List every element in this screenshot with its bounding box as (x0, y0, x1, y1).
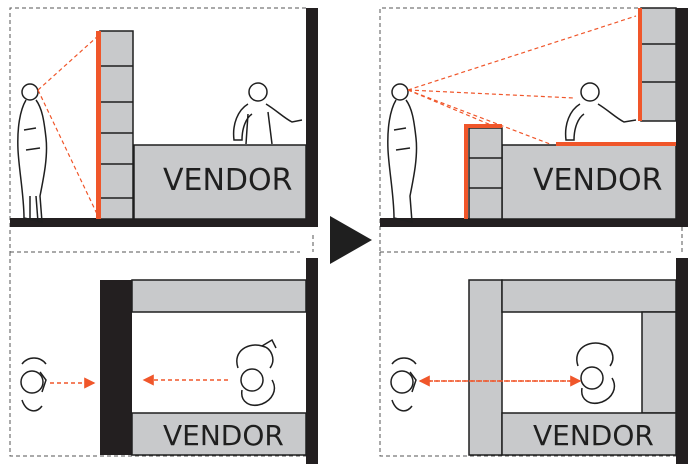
vendor-counter (501, 144, 677, 220)
shelf-column (99, 30, 134, 220)
back-wall (676, 8, 688, 227)
dashed-frame (379, 7, 638, 252)
highlighted-shelf-face (96, 31, 101, 219)
shelf-wall-plan (100, 280, 132, 455)
customer-figure-side-icon (387, 83, 418, 223)
vendor-counter-plan (131, 412, 307, 456)
vendor-counter (133, 144, 307, 220)
dashed-frame (379, 252, 676, 457)
vendor-label: VENDOR (533, 419, 654, 452)
floor (10, 218, 318, 227)
after-plan-panel: VENDOR (379, 251, 688, 464)
vendor-figure-top-icon (576, 342, 616, 404)
floor (380, 218, 676, 227)
after-elevation-panel: VENDOR (379, 7, 688, 252)
customer-figure-top-icon (20, 357, 47, 412)
shelf-dividers (100, 65, 133, 199)
dashed-frame (9, 252, 306, 457)
before-plan-panel: VENDOR (9, 251, 318, 464)
upper-shelf (640, 7, 677, 122)
before-elevation-panel: VENDOR (9, 7, 318, 252)
vendor-counter-plan (501, 412, 677, 456)
vendor-label: VENDOR (533, 163, 662, 198)
vendor-figure-top-icon (236, 338, 277, 406)
back-wall (306, 258, 318, 464)
shelf-dividers (469, 157, 502, 189)
highlighted-counter-top (556, 142, 676, 146)
low-shelf (468, 127, 503, 220)
vendor-label: VENDOR (163, 163, 292, 198)
counter-top-plan (501, 279, 677, 313)
vendor-figure-side-icon (564, 82, 637, 141)
sightline (407, 15, 637, 145)
customer-figure-top-icon (390, 357, 417, 412)
back-wall (306, 8, 318, 227)
back-wall (676, 258, 688, 464)
counter-top-plan (131, 279, 307, 313)
shelf-dividers (641, 43, 676, 83)
highlighted-low-shelf-edge (464, 124, 502, 219)
side-shelf-plan (468, 279, 503, 456)
right-triangle-arrow-icon (330, 216, 372, 264)
customer-figure-side-icon (17, 83, 48, 223)
vendor-figure-side-icon (232, 82, 303, 145)
dashed-frame (9, 7, 306, 252)
upper-shelf-plan (641, 311, 677, 414)
highlighted-shelf-face (638, 8, 642, 121)
vendor-label: VENDOR (163, 419, 284, 452)
sightline (37, 35, 99, 217)
